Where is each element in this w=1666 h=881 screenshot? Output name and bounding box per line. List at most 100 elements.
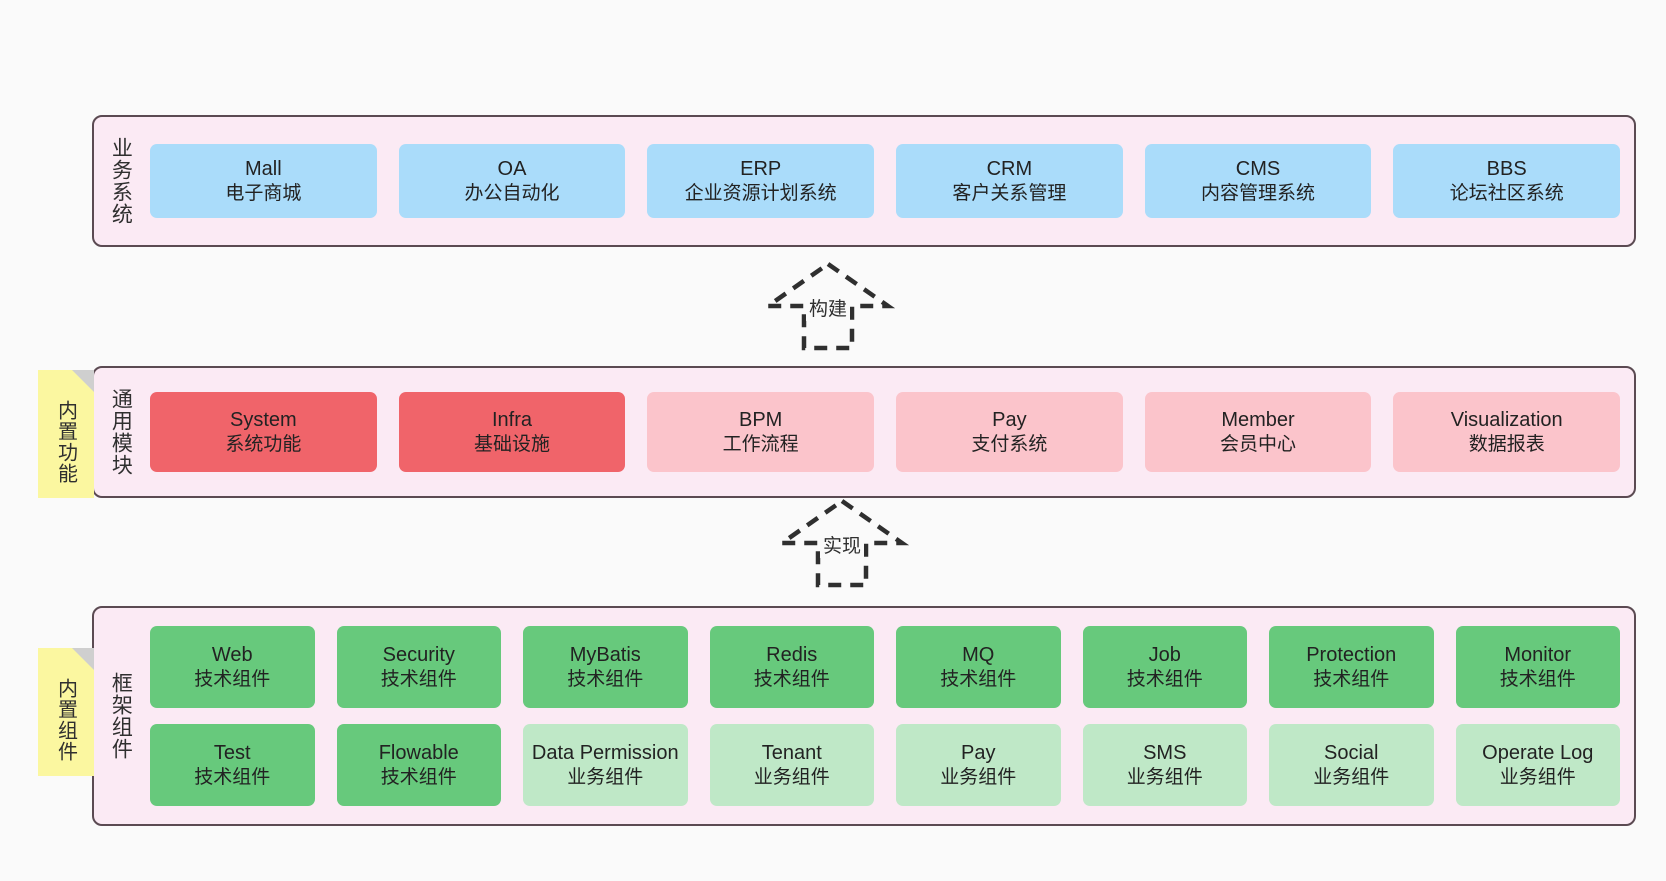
card-subtitle: 电子商城 bbox=[225, 182, 302, 204]
card-member[interactable]: Member 会员中心 bbox=[1144, 392, 1372, 472]
note-builtin-component: 内置组件 bbox=[38, 648, 94, 776]
card-subtitle: 业务组件 bbox=[753, 766, 830, 788]
card-title: Monitor bbox=[1504, 643, 1572, 666]
card-cms[interactable]: CMS 内容管理系统 bbox=[1144, 144, 1372, 218]
card-title: Tenant bbox=[761, 741, 822, 764]
card-subtitle: 业务组件 bbox=[1499, 766, 1576, 788]
card-title: Redis bbox=[766, 643, 818, 666]
connector-build: 构建 bbox=[758, 258, 898, 354]
card-subtitle: 技术组件 bbox=[380, 668, 457, 690]
card-subtitle: 技术组件 bbox=[194, 668, 271, 690]
layer-common-module: 通用模块 System 系统功能 Infra 基础设施 BPM 工作流程 Pay bbox=[92, 366, 1636, 498]
note-label: 内置组件 bbox=[54, 678, 77, 762]
card-title: Social bbox=[1324, 741, 1379, 764]
card-title: Mall bbox=[245, 157, 282, 180]
card-protection[interactable]: Protection 技术组件 bbox=[1269, 626, 1434, 708]
card-row: Test 技术组件 Flowable 技术组件 Data Permission … bbox=[150, 724, 1620, 806]
note-fold-icon bbox=[72, 648, 94, 670]
card-title: System bbox=[229, 408, 297, 431]
card-subtitle: 技术组件 bbox=[567, 668, 644, 690]
card-subtitle: 数据报表 bbox=[1468, 433, 1545, 455]
card-title: Pay bbox=[992, 408, 1027, 431]
card-mall[interactable]: Mall 电子商城 bbox=[150, 144, 377, 218]
card-title: Job bbox=[1148, 643, 1181, 666]
card-subtitle: 工作流程 bbox=[722, 433, 799, 455]
generalization-arrow-icon bbox=[760, 261, 896, 351]
card-subtitle: 技术组件 bbox=[1126, 668, 1203, 690]
card-title: Protection bbox=[1306, 643, 1397, 666]
card-title: CRM bbox=[986, 157, 1033, 180]
card-social[interactable]: Social 业务组件 bbox=[1269, 724, 1434, 806]
card-subtitle: 业务组件 bbox=[567, 766, 644, 788]
layer-body-business-system: Mall 电子商城 OA 办公自动化 ERP 企业资源计划系统 CRM 客户关系… bbox=[146, 117, 1634, 245]
layer-title-business-system: 业务系统 bbox=[109, 137, 133, 225]
card-job[interactable]: Job 技术组件 bbox=[1082, 626, 1247, 708]
note-fold-icon bbox=[72, 370, 94, 392]
card-subtitle: 办公自动化 bbox=[464, 182, 560, 204]
card-title: OA bbox=[497, 157, 527, 180]
card-title: MyBatis bbox=[569, 643, 641, 666]
card-mybatis[interactable]: MyBatis 技术组件 bbox=[523, 626, 688, 708]
card-subtitle: 业务组件 bbox=[1126, 766, 1203, 788]
card-data-permission[interactable]: Data Permission 业务组件 bbox=[523, 724, 688, 806]
card-erp[interactable]: ERP 企业资源计划系统 bbox=[647, 144, 875, 218]
layer-body-framework-component: Web 技术组件 Security 技术组件 MyBatis 技术组件 Redi… bbox=[146, 608, 1634, 824]
card-crm[interactable]: CRM 客户关系管理 bbox=[896, 144, 1123, 218]
card-title: BPM bbox=[739, 408, 783, 431]
card-test[interactable]: Test 技术组件 bbox=[150, 724, 315, 806]
card-infra[interactable]: Infra 基础设施 bbox=[398, 392, 626, 472]
card-subtitle: 内容管理系统 bbox=[1201, 182, 1316, 204]
layer-title-common-module: 通用模块 bbox=[109, 388, 133, 476]
card-subtitle: 业务组件 bbox=[940, 766, 1017, 788]
card-visualization[interactable]: Visualization 数据报表 bbox=[1393, 392, 1621, 472]
connector-build-label: 构建 bbox=[805, 294, 851, 321]
card-title: Data Permission bbox=[531, 741, 679, 764]
card-subtitle: 会员中心 bbox=[1220, 433, 1297, 455]
card-bbs[interactable]: BBS 论坛社区系统 bbox=[1393, 144, 1621, 218]
card-row: Web 技术组件 Security 技术组件 MyBatis 技术组件 Redi… bbox=[150, 626, 1620, 708]
card-flowable[interactable]: Flowable 技术组件 bbox=[336, 724, 501, 806]
card-title: Web bbox=[211, 643, 253, 666]
card-subtitle: 技术组件 bbox=[940, 668, 1017, 690]
card-oa[interactable]: OA 办公自动化 bbox=[398, 144, 626, 218]
card-title: Infra bbox=[491, 408, 533, 431]
card-web[interactable]: Web 技术组件 bbox=[150, 626, 315, 708]
card-subtitle: 企业资源计划系统 bbox=[684, 182, 837, 204]
card-subtitle: 技术组件 bbox=[1499, 668, 1576, 690]
card-redis[interactable]: Redis 技术组件 bbox=[709, 626, 874, 708]
card-title: ERP bbox=[740, 157, 782, 180]
card-subtitle: 技术组件 bbox=[194, 766, 271, 788]
layer-business-system: 业务系统 Mall 电子商城 OA 办公自动化 ERP 企业资源计划系统 CRM bbox=[92, 115, 1636, 247]
card-sms[interactable]: SMS 业务组件 bbox=[1082, 724, 1247, 806]
card-subtitle: 系统功能 bbox=[225, 433, 302, 455]
generalization-arrow-icon bbox=[774, 498, 910, 588]
card-title: Flowable bbox=[378, 741, 459, 764]
card-title: Operate Log bbox=[1482, 741, 1594, 764]
card-title: Security bbox=[382, 643, 455, 666]
card-operate-log[interactable]: Operate Log 业务组件 bbox=[1455, 724, 1620, 806]
card-title: SMS bbox=[1143, 741, 1187, 764]
card-subtitle: 技术组件 bbox=[380, 766, 457, 788]
card-monitor[interactable]: Monitor 技术组件 bbox=[1455, 626, 1620, 708]
card-subtitle: 客户关系管理 bbox=[952, 182, 1067, 204]
card-row: System 系统功能 Infra 基础设施 BPM 工作流程 Pay 支付系统… bbox=[150, 392, 1621, 472]
card-subtitle: 基础设施 bbox=[474, 433, 551, 455]
card-bpm[interactable]: BPM 工作流程 bbox=[647, 392, 875, 472]
card-pay-business[interactable]: Pay 业务组件 bbox=[896, 724, 1061, 806]
card-title: Pay bbox=[961, 741, 996, 764]
card-pay[interactable]: Pay 支付系统 bbox=[896, 392, 1123, 472]
layer-framework-component: 框架组件 Web 技术组件 Security 技术组件 MyBatis 技术组件… bbox=[92, 606, 1636, 826]
card-system[interactable]: System 系统功能 bbox=[150, 392, 377, 472]
card-subtitle: 技术组件 bbox=[753, 668, 830, 690]
card-mq[interactable]: MQ 技术组件 bbox=[896, 626, 1061, 708]
card-tenant[interactable]: Tenant 业务组件 bbox=[709, 724, 874, 806]
card-title: Member bbox=[1221, 408, 1295, 431]
card-subtitle: 技术组件 bbox=[1313, 668, 1390, 690]
card-title: CMS bbox=[1235, 157, 1281, 180]
card-security[interactable]: Security 技术组件 bbox=[336, 626, 501, 708]
layer-title-framework-component: 框架组件 bbox=[109, 672, 133, 760]
card-title: MQ bbox=[962, 643, 995, 666]
card-title: Visualization bbox=[1450, 408, 1563, 431]
card-subtitle: 论坛社区系统 bbox=[1449, 182, 1564, 204]
